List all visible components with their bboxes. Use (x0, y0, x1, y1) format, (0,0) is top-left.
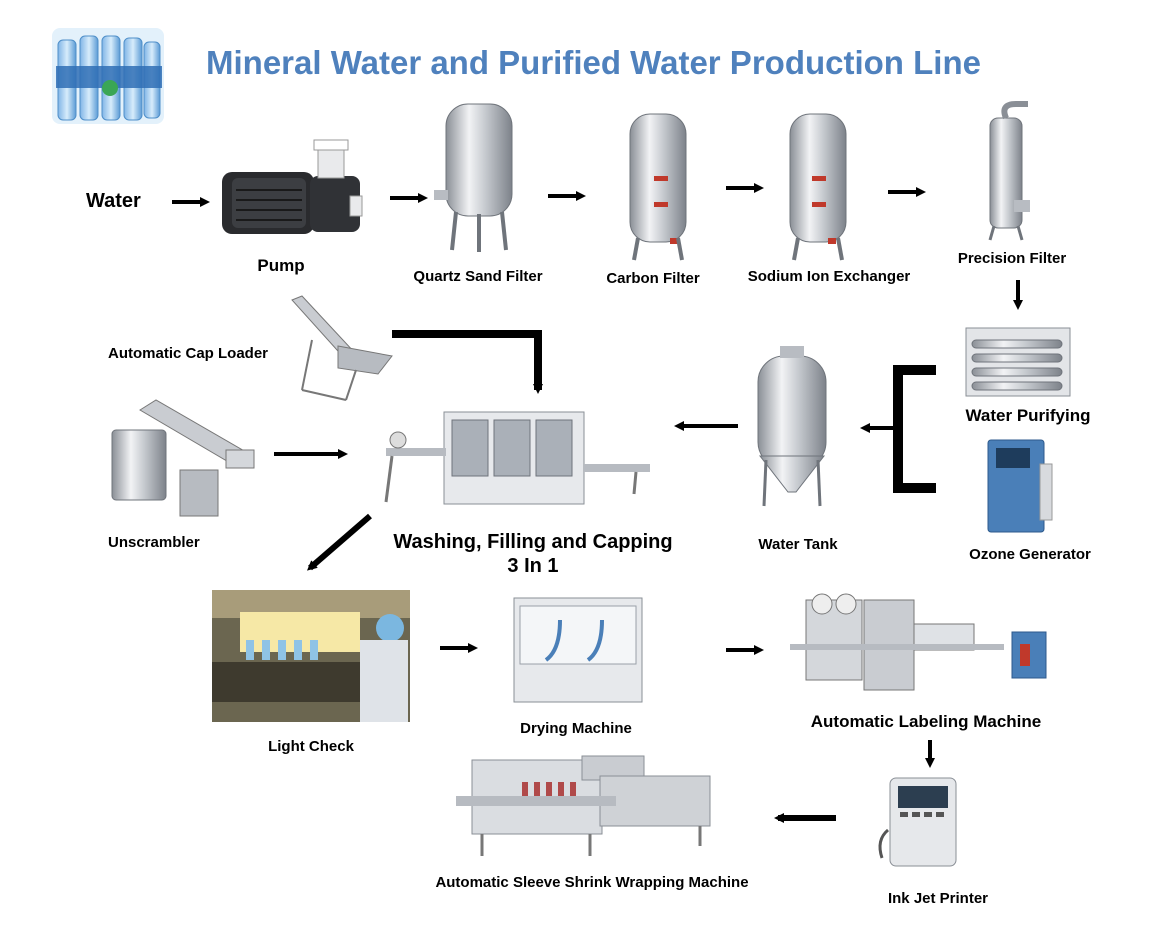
filling-machine-icon (384, 411, 650, 505)
precision-filter-icon (988, 101, 1030, 241)
water-purifying-icon (965, 327, 1071, 397)
arrow-cap-loader-to-filling (392, 330, 543, 394)
label-filling-line2: 3 In 1 (507, 555, 559, 577)
carbon-filter-icon (629, 113, 687, 261)
light-check-photo (212, 590, 410, 722)
label-quartz-sand-filter: Quartz Sand Filter (413, 268, 543, 285)
label-drying-machine: Drying Machine (520, 720, 632, 737)
water-bottle-pack-icon (52, 28, 164, 124)
cap-loader-icon (291, 295, 393, 401)
label-light-check: Light Check (268, 738, 354, 755)
label-filling-line1: Washing, Filling and Capping (393, 531, 673, 553)
flow-arrows (172, 183, 1023, 823)
label-sodium-ion-exchanger: Sodium Ion Exchanger (747, 268, 911, 285)
ozone-generator-icon (987, 439, 1053, 533)
bracket-purifying-ozone (893, 365, 936, 493)
label-ozone-generator: Ozone Generator (969, 546, 1091, 563)
label-cap-loader: Automatic Cap Loader (108, 345, 269, 362)
ink-jet-printer-icon (878, 777, 957, 867)
water-tank-icon (757, 346, 827, 507)
label-precision-filter: Precision Filter (957, 250, 1067, 267)
page-title: Mineral Water and Purified Water Product… (206, 44, 981, 81)
label-labeling-machine: Automatic Labeling Machine (810, 712, 1042, 731)
label-shrink-wrapping: Automatic Sleeve Shrink Wrapping Machine (435, 874, 749, 891)
quartz-sand-filter-icon (434, 103, 513, 252)
unscrambler-icon (111, 399, 255, 517)
label-unscrambler: Unscrambler (108, 534, 200, 551)
shrink-wrapping-machine-icon (456, 755, 711, 856)
label-water-purifying: Water Purifying (965, 406, 1091, 425)
label-water-tank: Water Tank (758, 536, 838, 553)
label-ink-jet-printer: Ink Jet Printer (887, 890, 989, 907)
label-carbon-filter: Carbon Filter (606, 270, 700, 287)
labeling-machine-icon (790, 593, 1047, 691)
label-water: Water (86, 190, 141, 212)
pump-icon (222, 139, 363, 234)
label-pump: Pump (257, 256, 305, 275)
drying-machine-icon (513, 597, 643, 703)
arrow-filling-to-light-check (306, 513, 372, 571)
label-filling: Washing, Filling and Capping 3 In 1 (393, 530, 672, 578)
sodium-ion-exchanger-icon (789, 113, 847, 261)
